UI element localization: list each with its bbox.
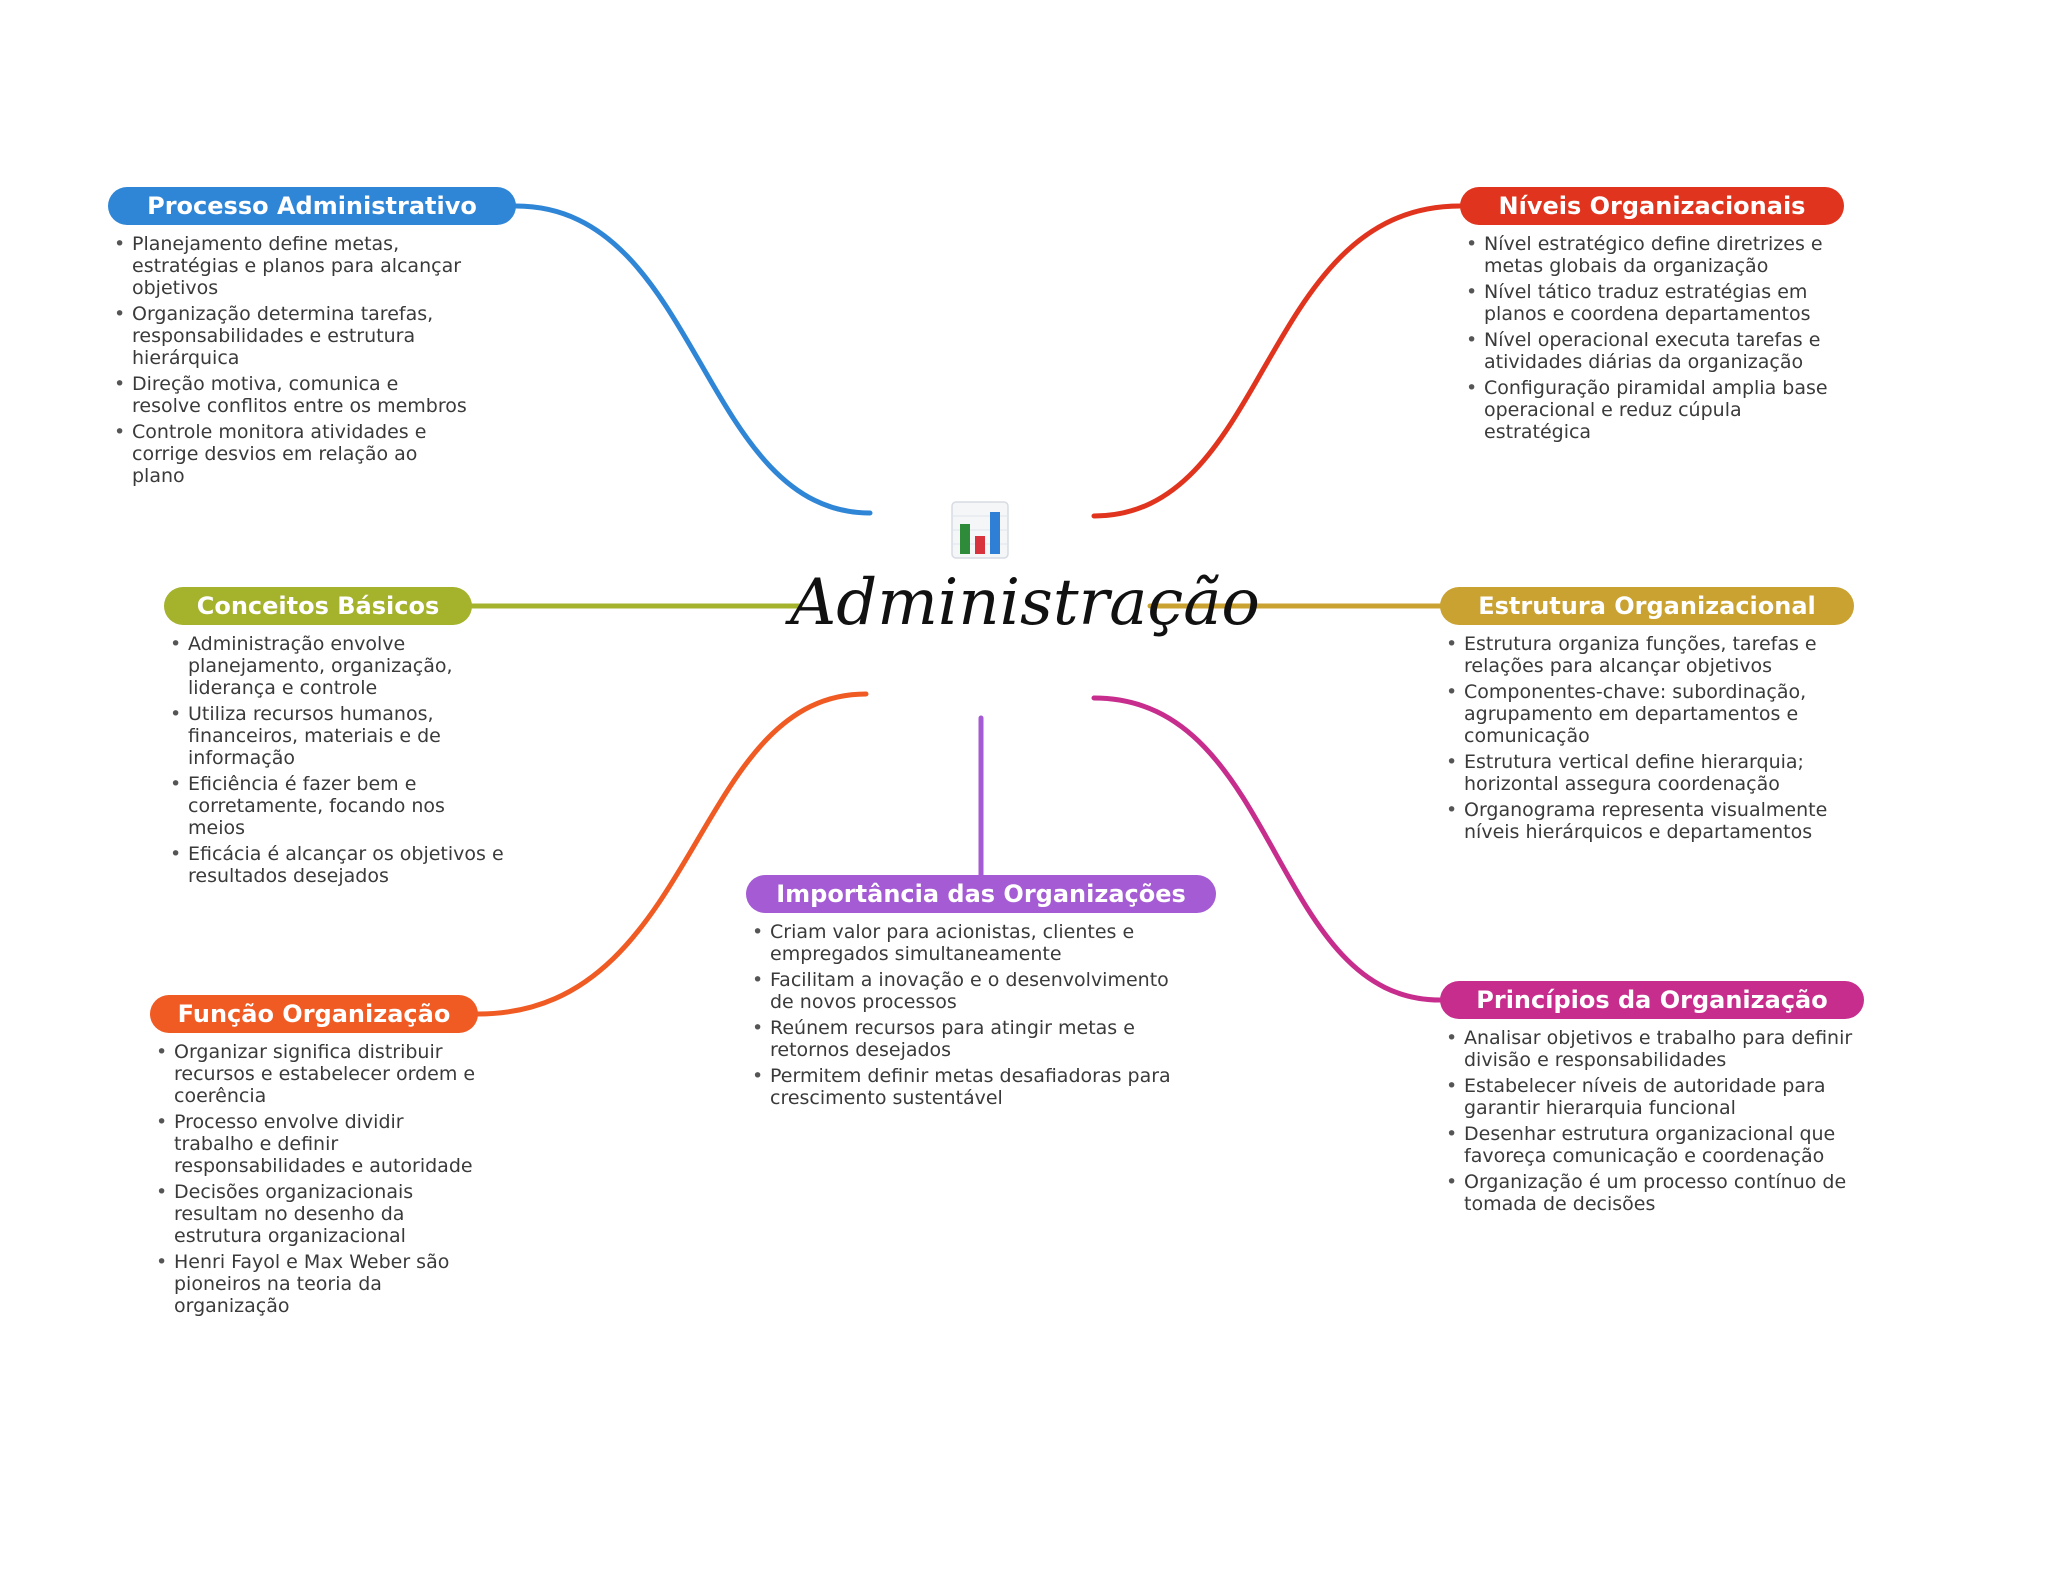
list-item: Controle monitora atividades e corrige d… [114, 421, 472, 487]
list-item: Eficácia é alcançar os objetivos e resul… [170, 843, 504, 887]
list-item: Planejamento define metas, estratégias e… [114, 233, 472, 299]
topic-conceitos-basicos[interactable]: Conceitos Básicos [164, 587, 472, 625]
list-item: Estrutura vertical define hierarquia; ho… [1446, 751, 1854, 795]
notes-importancia-organizacoes: Criam valor para acionistas, clientes e … [746, 921, 1190, 1109]
list-item: Criam valor para acionistas, clientes e … [752, 921, 1190, 965]
notes-conceitos-basicos: Administração envolve planejamento, orga… [164, 633, 504, 887]
notes-niveis-organizacionais: Nível estratégico define diretrizes e me… [1460, 233, 1834, 443]
list-item: Nível estratégico define diretrizes e me… [1466, 233, 1834, 277]
list-item: Estabelecer níveis de autoridade para ga… [1446, 1075, 1864, 1119]
branch-importancia-organizacoes: Importância das Organizações Criam valor… [746, 875, 1216, 1113]
notes-principios-organizacao: Analisar objetivos e trabalho para defin… [1440, 1027, 1864, 1215]
list-item: Organização determina tarefas, responsab… [114, 303, 472, 369]
list-item: Configuração piramidal amplia base opera… [1466, 377, 1834, 443]
branch-niveis-organizacionais: Níveis Organizacionais Nível estratégico… [1460, 187, 1844, 447]
list-item: Nível operacional executa tarefas e ativ… [1466, 329, 1834, 373]
list-item: Utiliza recursos humanos, financeiros, m… [170, 703, 504, 769]
list-item: Nível tático traduz estratégias em plano… [1466, 281, 1834, 325]
topic-funcao-organizacao[interactable]: Função Organização [150, 995, 478, 1033]
list-item: Organograma representa visualmente nívei… [1446, 799, 1854, 843]
connector-niveis-organizacionais [1091, 203, 1463, 519]
topic-principios-organizacao[interactable]: Princípios da Organização [1440, 981, 1864, 1019]
list-item: Permitem definir metas desafiadoras para… [752, 1065, 1190, 1109]
topic-importancia-organizacoes[interactable]: Importância das Organizações [746, 875, 1216, 913]
list-item: Componentes-chave: subordinação, agrupam… [1446, 681, 1854, 747]
list-item: Desenhar estrutura organizacional que fa… [1446, 1123, 1864, 1167]
branch-conceitos-basicos: Conceitos Básicos Administração envolve … [164, 587, 504, 891]
list-item: Direção motiva, comunica e resolve confl… [114, 373, 472, 417]
bar-chart-icon [951, 501, 1009, 559]
notes-estrutura-organizacional: Estrutura organiza funções, tarefas e re… [1440, 633, 1854, 843]
branch-principios-organizacao: Princípios da Organização Analisar objet… [1440, 981, 1864, 1219]
list-item: Estrutura organiza funções, tarefas e re… [1446, 633, 1854, 677]
list-item: Analisar objetivos e trabalho para defin… [1446, 1027, 1864, 1071]
list-item: Reúnem recursos para atingir metas e ret… [752, 1017, 1190, 1061]
connector-processo-administrativo [513, 203, 873, 516]
central-topic-title: Administração [790, 566, 1260, 640]
topic-niveis-organizacionais[interactable]: Níveis Organizacionais [1460, 187, 1844, 225]
list-item: Administração envolve planejamento, orga… [170, 633, 504, 699]
list-item: Decisões organizacionais resultam no des… [156, 1181, 484, 1247]
connector-funcao-organizacao [475, 691, 869, 1017]
central-topic[interactable]: Administração [790, 500, 1260, 640]
topic-estrutura-organizacional[interactable]: Estrutura Organizacional [1440, 587, 1854, 625]
notes-processo-administrativo: Planejamento define metas, estratégias e… [108, 233, 472, 487]
connector-principios-organizacao [1091, 695, 1443, 1003]
list-item: Organizar significa distribuir recursos … [156, 1041, 484, 1107]
branch-estrutura-organizacional: Estrutura Organizacional Estrutura organ… [1440, 587, 1854, 847]
list-item: Processo envolve dividir trabalho e defi… [156, 1111, 484, 1177]
topic-processo-administrativo[interactable]: Processo Administrativo [108, 187, 516, 225]
branch-processo-administrativo: Processo Administrativo Planejamento def… [108, 187, 516, 491]
list-item: Facilitam a inovação e o desenvolvimento… [752, 969, 1190, 1013]
list-item: Eficiência é fazer bem e corretamente, f… [170, 773, 504, 839]
list-item: Organização é um processo contínuo de to… [1446, 1171, 1864, 1215]
notes-funcao-organizacao: Organizar significa distribuir recursos … [150, 1041, 484, 1317]
list-item: Henri Fayol e Max Weber são pioneiros na… [156, 1251, 484, 1317]
branch-funcao-organizacao: Função Organização Organizar significa d… [150, 995, 484, 1321]
